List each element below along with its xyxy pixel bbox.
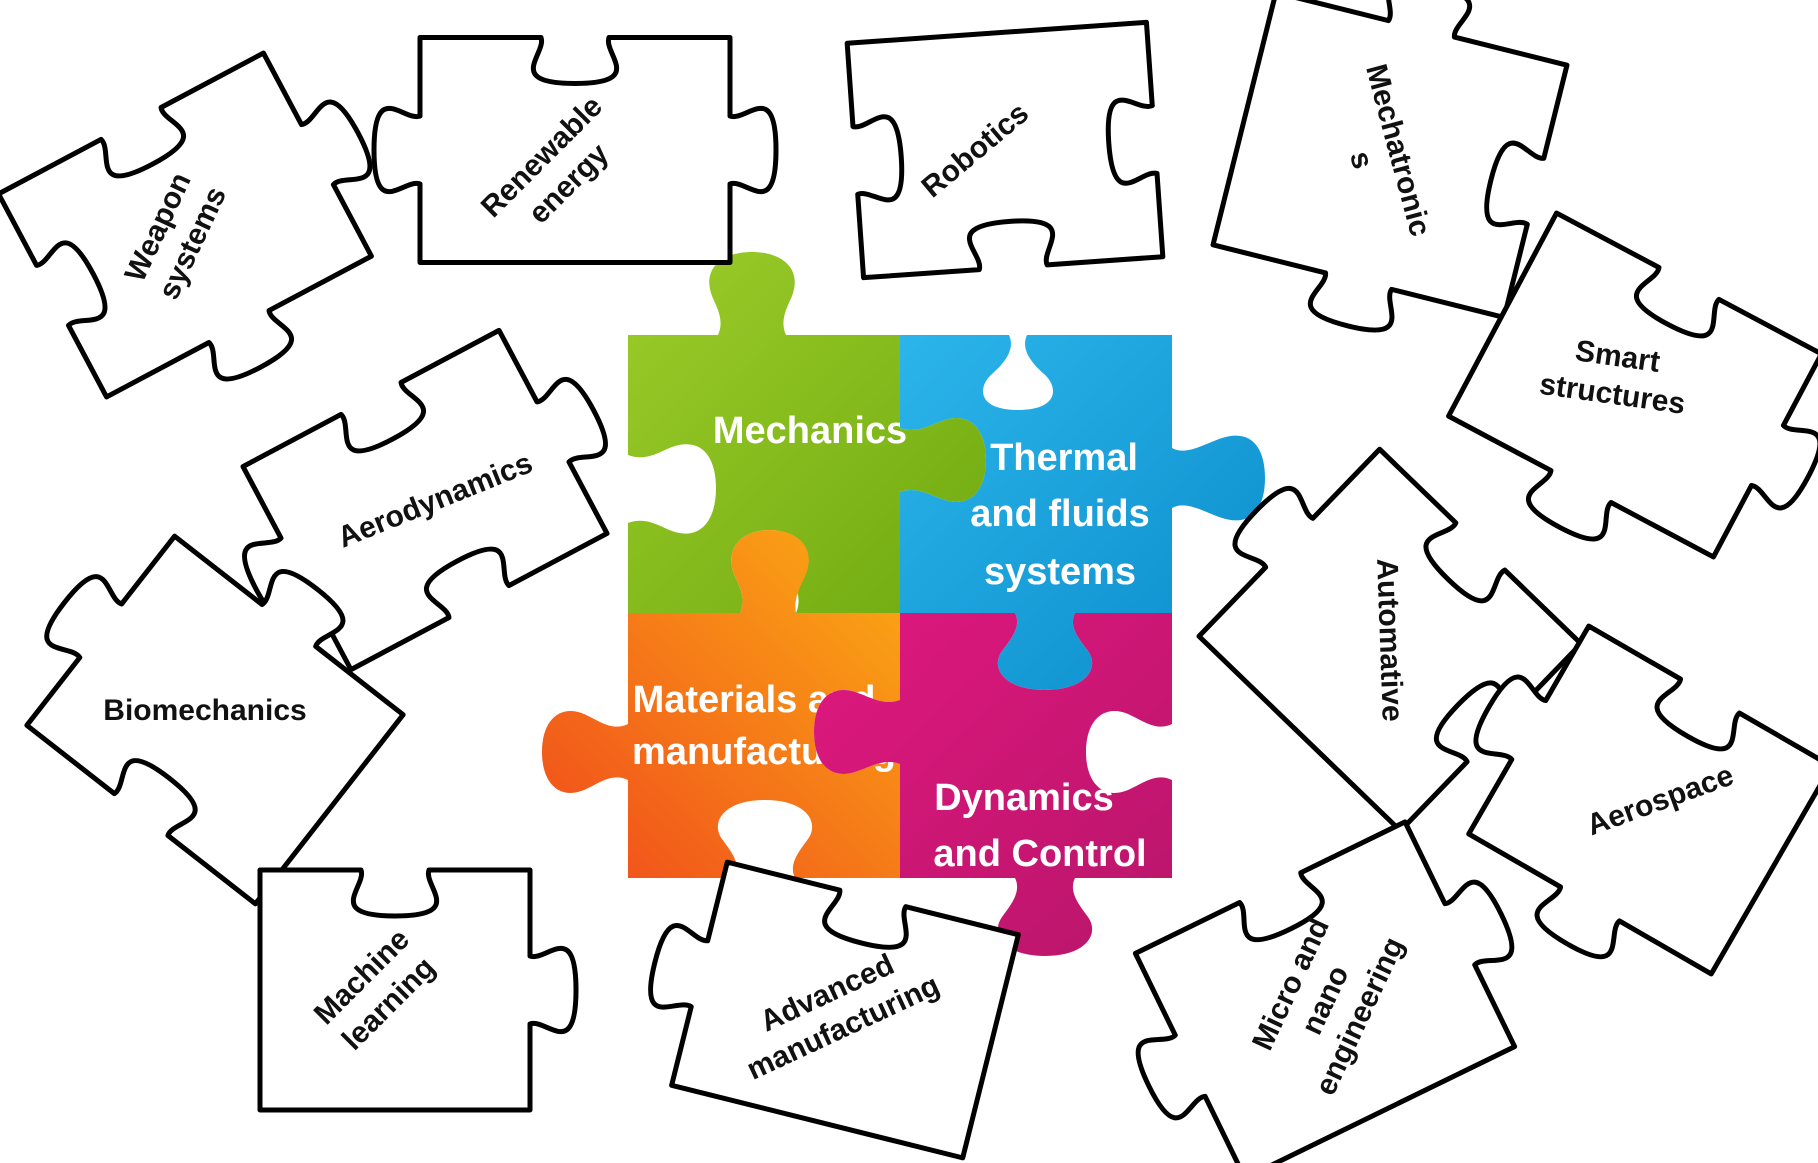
center-piece-dynamics: Dynamics and Control (814, 613, 1172, 956)
center-label-mechanics: Mechanics (713, 410, 907, 452)
outer-piece-shape (257, 867, 579, 1113)
outer-piece-shape (1466, 623, 1818, 977)
outer-piece-shape (371, 35, 779, 265)
outer-piece-shape (1196, 446, 1584, 834)
outer-piece-shape (844, 19, 1166, 281)
center-label-thermal-1: Thermal (990, 437, 1138, 479)
outer-piece-shape (1210, 0, 1570, 333)
center-puzzle: Mechanics Thermal and fluids systems Mat… (542, 252, 1265, 956)
outer-piece-shape (1446, 210, 1818, 560)
outer-piece-shape (648, 859, 1021, 1161)
center-piece-mechanics: Mechanics (628, 252, 986, 613)
outer-piece-biomechanics: Biomechanics (24, 533, 406, 907)
center-label-thermal-3: systems (984, 551, 1136, 593)
outer-label-biomechanics-1: Biomechanics (103, 694, 306, 727)
center-label-thermal-2: and fluids (970, 493, 1149, 535)
outer-piece-shape (0, 50, 374, 400)
outer-piece-automative: Automative (1196, 446, 1584, 834)
center-label-dynamics-2: and Control (933, 833, 1146, 875)
center-piece-thermal: Thermal and fluids systems (900, 335, 1265, 690)
outer-piece-aerospace: Aerospace (1466, 623, 1818, 977)
outer-piece-shape (1132, 819, 1518, 1163)
outer-piece-shape (24, 533, 406, 907)
outer-label-automative-1: Automative (1370, 558, 1409, 722)
center-label-dynamics-1: Dynamics (934, 777, 1114, 819)
outer-piece-robotics: Robotics (844, 19, 1166, 281)
